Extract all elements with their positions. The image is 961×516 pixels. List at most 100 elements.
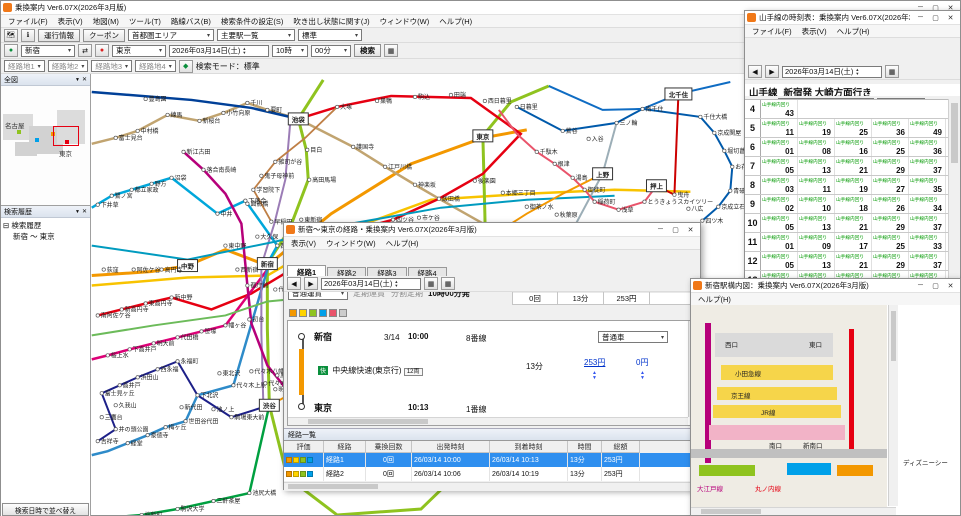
print-icon[interactable]: ▦ [885, 65, 899, 78]
station-dot[interactable] [105, 353, 110, 358]
station-dot[interactable] [245, 100, 250, 105]
station-dot[interactable] [151, 341, 156, 346]
station-dot[interactable] [199, 329, 204, 334]
search-button[interactable]: 検索 [354, 44, 381, 57]
station-dot[interactable] [586, 136, 591, 141]
station-dot[interactable] [175, 506, 180, 512]
column-header[interactable]: 評価 [284, 441, 324, 453]
via-station-input[interactable]: 経路地1 [4, 60, 45, 72]
station-dot[interactable] [163, 425, 168, 430]
calendar-icon[interactable]: ▦ [424, 277, 438, 290]
station-dot[interactable] [195, 393, 200, 398]
station-dot[interactable] [247, 317, 252, 322]
station-dot[interactable] [221, 110, 226, 115]
next-button[interactable]: ▶ [304, 277, 318, 290]
menu-item[interactable]: 検索条件の設定(S) [220, 16, 284, 26]
date-field[interactable]: 2026年03月14日(土) ▲▼ [169, 44, 269, 57]
to-pin-icon[interactable]: ● [95, 44, 109, 57]
area-select[interactable]: 首都圏エリア [128, 29, 214, 41]
column-header[interactable]: 時間 [568, 441, 602, 453]
station-dot[interactable] [215, 211, 220, 216]
station-dot[interactable] [159, 267, 164, 272]
station-dot[interactable] [223, 323, 228, 328]
line-row[interactable]: 快 中央線快速(東京行) 12両 [318, 365, 423, 376]
menu-item[interactable]: ヘルプ(H) [439, 16, 473, 26]
station-dot[interactable] [722, 148, 727, 153]
menu-item[interactable]: ツール(T) [128, 16, 161, 26]
station-dot[interactable] [582, 187, 587, 192]
station-dot[interactable] [143, 301, 148, 306]
station-dot[interactable] [169, 295, 174, 300]
column-header[interactable]: 総額 [602, 441, 640, 453]
menu-item[interactable]: 路線バス(B) [170, 16, 211, 26]
region-marker[interactable] [17, 130, 21, 134]
stationmap-titlebar[interactable]: 新宿駅構内図：乗換案内 Ver6.07X(2026年3月版) ─ ▢ ✕ [691, 279, 960, 293]
station-dot[interactable] [175, 359, 180, 364]
station-dot[interactable] [125, 441, 130, 446]
menu-item[interactable]: ヘルプ(H) [385, 238, 419, 248]
from-pin-icon[interactable]: ● [4, 44, 18, 57]
station-box[interactable] [592, 167, 614, 181]
station-box[interactable] [645, 179, 667, 193]
station-dot[interactable] [698, 114, 703, 119]
menu-item[interactable]: ファイル(F) [752, 26, 792, 36]
departure-station[interactable]: 新宿 [314, 332, 333, 342]
station-dot[interactable] [149, 181, 154, 186]
station-dot[interactable] [175, 335, 180, 340]
route-list-scrollbar[interactable] [284, 482, 700, 491]
column-header[interactable]: 到着時刻 [490, 441, 568, 453]
column-header[interactable]: 出発時刻 [412, 441, 490, 453]
arrival-station[interactable]: 東京 [314, 403, 333, 413]
minimize-button[interactable]: ─ [918, 13, 923, 21]
timetable-titlebar[interactable]: 山手線の時刻表：乗換案内 Ver6.07X(2026年3月版) ─ ▢ ✕ [745, 11, 960, 25]
tree-expand-icon[interactable]: ⊟ [3, 221, 10, 230]
main-titlebar[interactable]: 乗換案内 Ver6.07X(2026年3月版) ─ ▢ ✕ [1, 1, 960, 15]
station-dot[interactable] [245, 283, 250, 288]
station-dot[interactable] [243, 198, 248, 203]
station-dot[interactable] [672, 192, 677, 197]
history-close-icon[interactable]: ✕ [81, 209, 87, 215]
station-dot[interactable] [514, 104, 519, 109]
station-dot[interactable] [251, 187, 256, 192]
station-dot[interactable] [273, 159, 278, 164]
fare-tab[interactable]: 定期運賃 [353, 289, 385, 298]
maximize-button[interactable]: ▢ [932, 14, 939, 22]
history-root-node[interactable]: ⊟ 検索履歴 [3, 221, 42, 230]
detail-horizontal-scrollbar[interactable] [288, 417, 688, 425]
station-dot[interactable] [211, 407, 216, 412]
menu-item[interactable]: 表示(V) [291, 238, 316, 248]
route-detail[interactable]: 新宿 3/14 10:00 8番線 快 中央線快速(東京行) 12両 13分 2… [287, 320, 697, 426]
selected-region-box[interactable] [53, 126, 79, 146]
station-dot[interactable] [614, 120, 619, 125]
station-dot[interactable] [259, 173, 264, 178]
minute-select[interactable]: 00分 [311, 44, 351, 57]
map-icon[interactable]: 🗺 [4, 28, 18, 42]
minimize-button[interactable]: ─ [918, 3, 923, 11]
station-dot[interactable] [412, 182, 418, 187]
station-dot[interactable] [686, 206, 691, 211]
fare-spinner-icon[interactable]: ▲▼ [592, 370, 597, 381]
station-dot[interactable] [129, 187, 134, 192]
station-dot[interactable] [640, 106, 645, 111]
station-dot[interactable] [99, 415, 104, 420]
station-dot[interactable] [155, 367, 160, 372]
station-dot[interactable] [375, 98, 380, 103]
station-box[interactable] [287, 112, 309, 126]
